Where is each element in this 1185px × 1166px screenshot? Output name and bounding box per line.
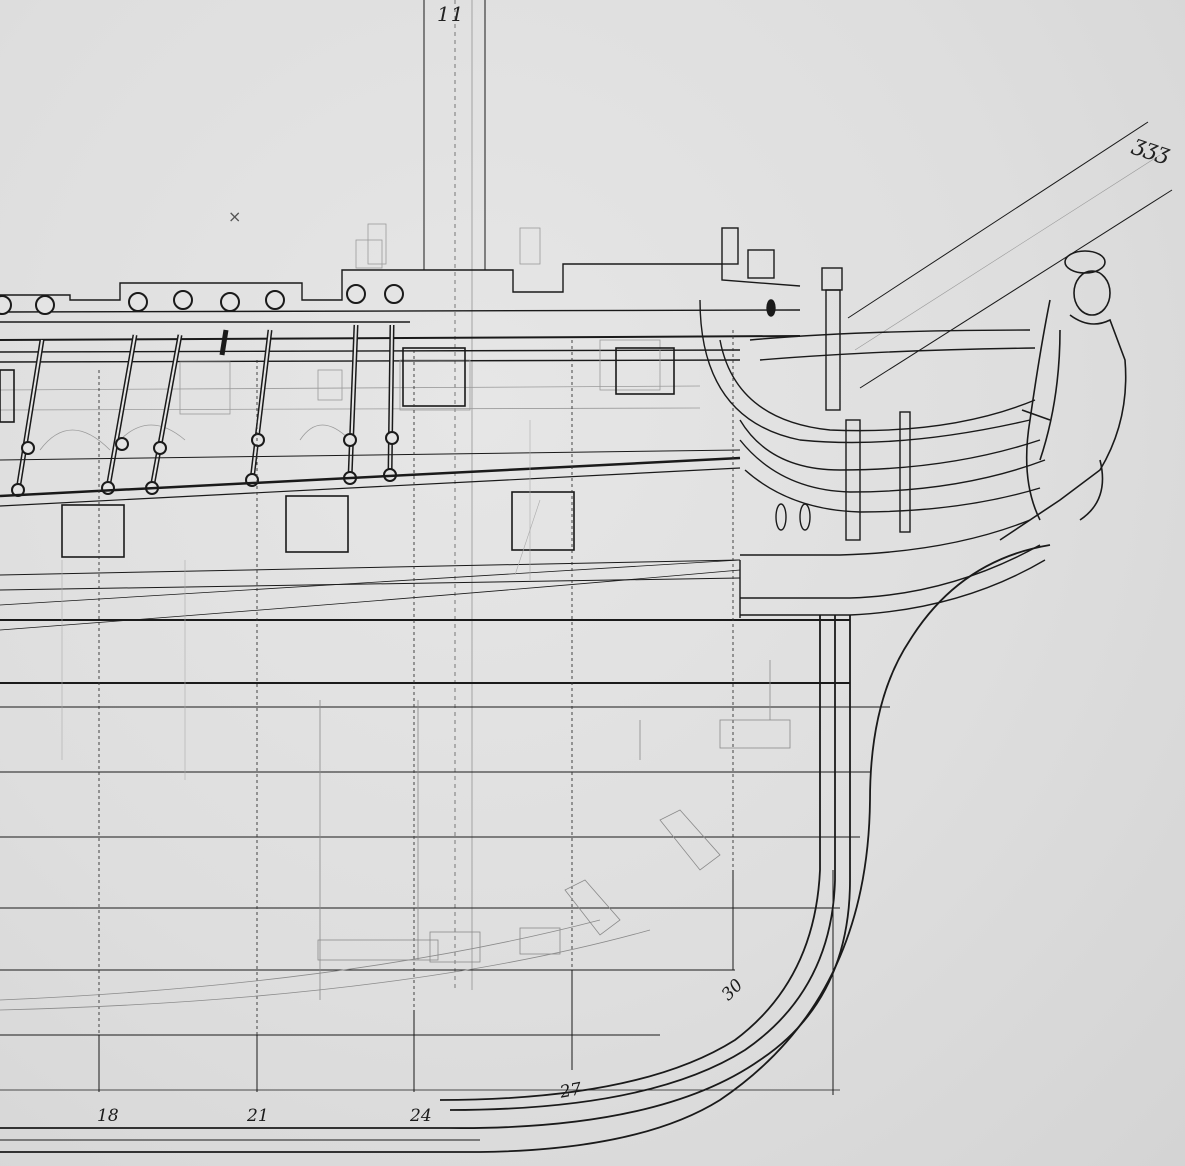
- upper-gun-row: [0, 284, 404, 315]
- station-number-21: 21: [247, 1106, 269, 1126]
- waterlines: [0, 559, 890, 1091]
- station-lines: [98, 870, 834, 1095]
- station-number-18: 18: [97, 1106, 119, 1126]
- hull-frame-faint: [61, 420, 541, 780]
- head-rails: [699, 299, 1046, 618]
- gun-ports: [0, 347, 675, 558]
- station-number-24: 24: [410, 1106, 432, 1126]
- bowsprit: [847, 121, 1173, 389]
- mast: [423, 0, 486, 990]
- stem-profile: [0, 544, 1051, 1153]
- station-dashed-lines: [98, 330, 734, 1035]
- internal-timbers: [0, 660, 791, 1011]
- stray-pencil-mark: ×: [228, 207, 242, 226]
- faint-deck-structures: [0, 223, 701, 451]
- mast-scribble-mark: 11: [437, 2, 465, 26]
- figurehead: [999, 250, 1127, 541]
- main-wale: [0, 449, 741, 507]
- station-number-27: 27: [558, 1079, 584, 1103]
